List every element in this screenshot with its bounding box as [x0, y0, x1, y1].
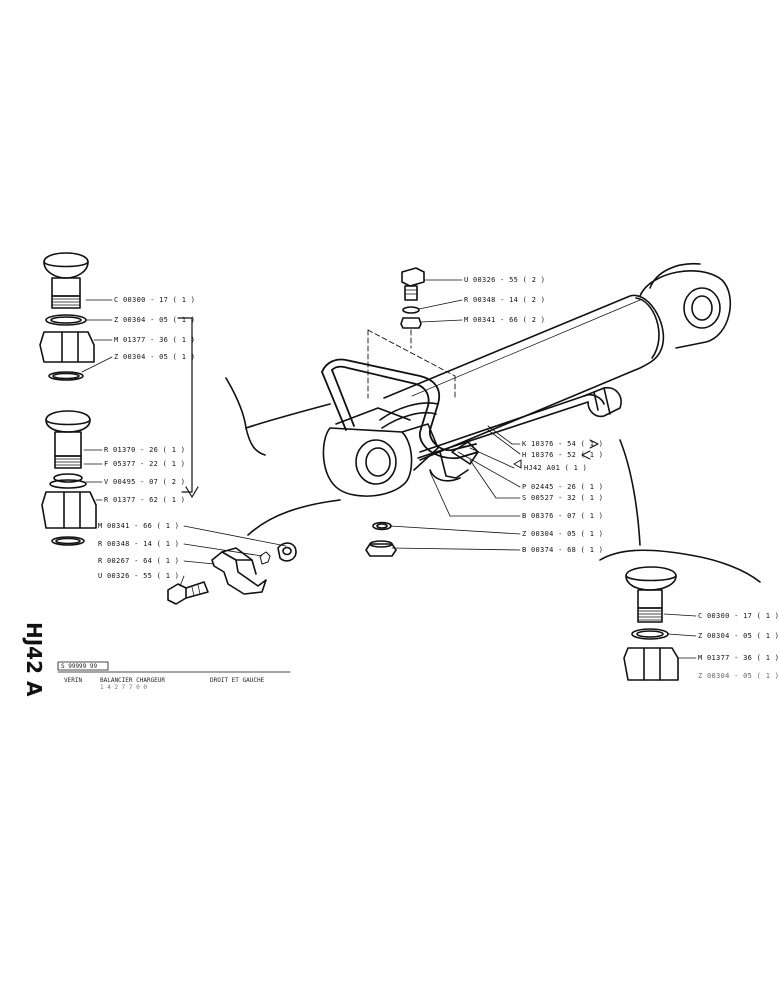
part-label: R 00267 - 64 ( 1 ) [98, 557, 180, 565]
left-group-bracket [177, 317, 193, 493]
cylinder-washer-nut [365, 521, 397, 557]
bracket-leaders [179, 525, 287, 587]
title-assembly: BALANCIER CHARGEUR [100, 677, 166, 684]
part-label: M 00341 - 66 ( 2 ) [464, 316, 546, 324]
frame-outline-arm [245, 403, 331, 429]
top-bolt-stack [400, 267, 425, 329]
part-label: Z 00304 - 05 ( 1 ) [522, 530, 604, 538]
part-label: HJ42 A01 ( 1 ) [524, 464, 588, 472]
hose-bracket [167, 542, 297, 605]
part-label: U 00326 - 55 ( 1 ) [98, 572, 180, 580]
part-label: M 01377 - 36 ( 1 ) [698, 654, 779, 662]
part-label: P 02445 - 26 ( 1 ) [522, 483, 604, 491]
frame-outline-left [225, 377, 266, 456]
part-label: Z 00304 - 05 ( 1 ) [698, 672, 779, 680]
br-leaders [663, 613, 697, 659]
cylinder-leaders [389, 425, 521, 551]
part-label: M 00341 - 66 ( 1 ) [98, 522, 180, 530]
bottom-right-fitting [623, 566, 679, 681]
frame-outline-right-lower [599, 549, 761, 583]
hydraulic-cylinder [321, 263, 731, 497]
part-label: Z 00304 - 05 ( 1 ) [114, 353, 196, 361]
mid-left-fitting [41, 410, 97, 546]
part-label: B 00374 - 68 ( 1 ) [522, 546, 604, 554]
part-label: F 05377 - 22 ( 1 ) [104, 460, 186, 468]
part-label: U 00326 - 55 ( 2 ) [464, 276, 546, 284]
part-label: C 00300 - 17 ( 1 ) [698, 612, 779, 620]
frame-outline-bottom [247, 499, 341, 536]
part-label: R 00348 - 14 ( 1 ) [98, 540, 180, 548]
frame-outline-right [619, 439, 641, 546]
assembly-guide-lines [367, 329, 456, 399]
title-ref: S 99999 99 [61, 663, 98, 670]
title-type: VERIN [64, 677, 83, 684]
part-label: K 10376 - 54 ( 1 ) [522, 440, 604, 448]
top-left-fitting [39, 252, 95, 381]
part-label: R 01370 - 26 ( 1 ) [104, 446, 186, 454]
part-label: R 00348 - 14 ( 2 ) [464, 296, 546, 304]
part-label: M 01377 - 36 ( 1 ) [114, 336, 196, 344]
part-label: S 00527 - 32 ( 1 ) [522, 494, 604, 502]
drawing-code: HJ42 A [22, 622, 46, 697]
part-label: Z 00304 - 05 ( 1 ) [698, 632, 779, 640]
part-label: C 00300 - 17 ( 1 ) [114, 296, 196, 304]
top-bolt-leaders [418, 279, 463, 323]
title-side: DROIT ET GAUCHE [210, 677, 265, 684]
part-label: H 10376 - 52 ( 1 ) [522, 451, 604, 459]
part-label: Z 00304 - 05 ( 1 ) [114, 316, 196, 324]
title-sub: 1 4 2 7 7 0 0 [100, 684, 147, 691]
title-block [57, 661, 291, 673]
part-label: B 08376 - 07 ( 1 ) [522, 512, 604, 520]
left-leaders [81, 299, 113, 501]
part-label: R 01377 - 62 ( 1 ) [104, 496, 186, 504]
part-label: V 00495 - 07 ( 2 ) [104, 478, 186, 486]
